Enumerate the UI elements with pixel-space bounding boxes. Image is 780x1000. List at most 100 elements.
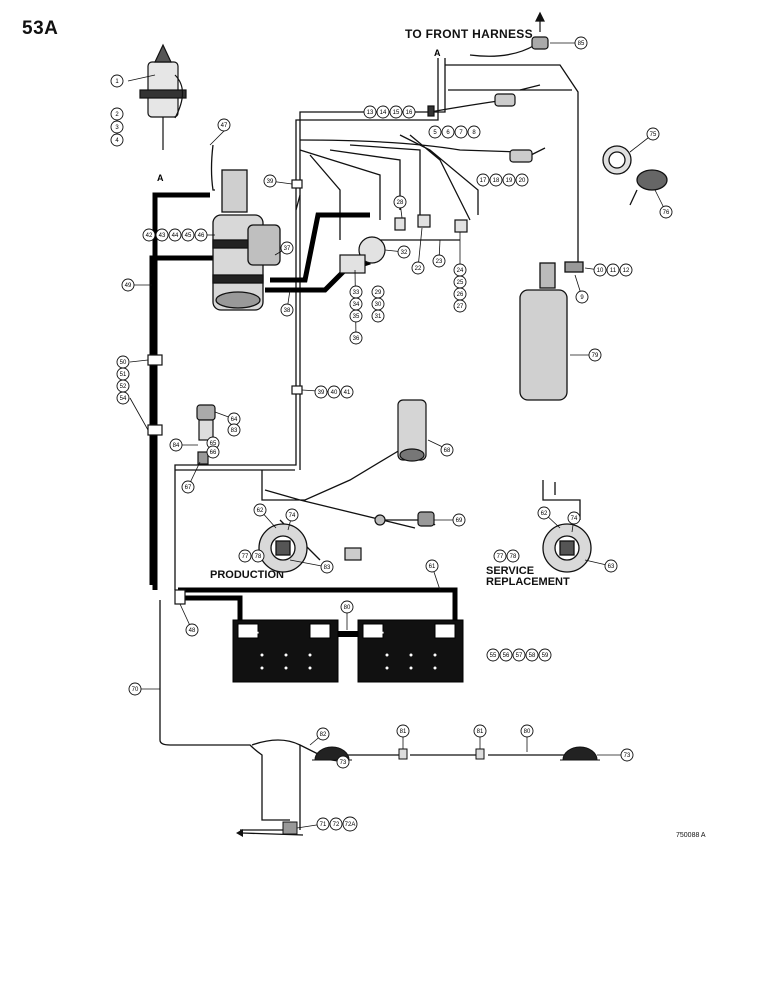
- svg-text:33: 33: [353, 290, 360, 296]
- callout-67: 67: [181, 480, 195, 494]
- svg-text:31: 31: [375, 314, 382, 320]
- distributor-part: [139, 43, 187, 150]
- callout-29: 29: [371, 285, 385, 299]
- svg-text:70: 70: [132, 687, 139, 693]
- page-number: 53A: [22, 18, 59, 39]
- svg-text:6: 6: [446, 130, 450, 136]
- svg-text:29: 29: [375, 290, 382, 296]
- arrow-left-icon: [236, 829, 243, 837]
- svg-text:68: 68: [444, 448, 451, 454]
- battery-right-plus: +: [438, 625, 447, 642]
- svg-text:34: 34: [353, 302, 360, 308]
- callout-82: 82: [316, 727, 330, 741]
- callout-70: 70: [128, 682, 142, 696]
- callout-66: 66: [206, 445, 220, 459]
- callout-62-alt: 62: [537, 506, 551, 520]
- svg-text:73: 73: [340, 760, 347, 766]
- connector-81-right: [475, 748, 485, 760]
- callout-55: 55: [486, 648, 500, 662]
- callout-48: 48: [185, 623, 199, 637]
- svg-text:59: 59: [542, 653, 549, 659]
- svg-text:18: 18: [493, 178, 500, 184]
- svg-text:58: 58: [529, 653, 536, 659]
- callout-72a: 72A: [342, 816, 358, 832]
- svg-text:62: 62: [257, 508, 264, 514]
- sensor-part: [344, 511, 435, 561]
- svg-text:48: 48: [189, 628, 196, 634]
- callout-47: 47: [217, 118, 231, 132]
- callout-3: 3: [110, 120, 124, 134]
- callout-85: 85: [574, 36, 588, 50]
- callout-11: 11: [606, 263, 620, 277]
- callout-14: 14: [376, 105, 390, 119]
- svg-text:17: 17: [480, 178, 487, 184]
- callout-15: 15: [389, 105, 403, 119]
- svg-text:83: 83: [324, 565, 331, 571]
- svg-text:22: 22: [415, 266, 422, 272]
- svg-text:45: 45: [185, 233, 192, 239]
- svg-text:32: 32: [401, 250, 408, 256]
- callout-78: 78: [251, 549, 265, 563]
- svg-text:67: 67: [185, 485, 192, 491]
- switch-parts: [427, 93, 533, 163]
- horn-part: [397, 399, 427, 462]
- battery-right: [357, 619, 464, 683]
- svg-text:54: 54: [120, 396, 127, 402]
- svg-text:12: 12: [623, 268, 630, 274]
- svg-text:51: 51: [120, 372, 127, 378]
- svg-text:36: 36: [353, 336, 360, 342]
- svg-text:28: 28: [397, 200, 404, 206]
- callout-78-alt: 78: [506, 549, 520, 563]
- connector-81-left: [398, 748, 408, 760]
- callout-46: 46: [194, 228, 208, 242]
- gauge-part: [602, 145, 668, 206]
- callout-32: 32: [397, 245, 411, 259]
- callout-64: 64: [227, 412, 241, 426]
- callout-77: 77: [238, 549, 252, 563]
- callout-61: 61: [425, 559, 439, 573]
- callout-83: 83: [320, 560, 334, 574]
- svg-text:9: 9: [580, 295, 584, 301]
- callout-72: 72: [329, 817, 343, 831]
- callout-8: 8: [467, 125, 481, 139]
- svg-text:7: 7: [459, 130, 463, 136]
- callout-13: 13: [363, 105, 377, 119]
- battery-left-plus: +: [313, 625, 322, 642]
- svg-text:37: 37: [284, 246, 291, 252]
- callout-2: 2: [110, 107, 124, 121]
- svg-text:62: 62: [541, 511, 548, 517]
- svg-text:49: 49: [125, 283, 132, 289]
- svg-text:41: 41: [344, 390, 351, 396]
- callout-35: 35: [349, 309, 363, 323]
- harness-letter-top: A: [434, 48, 441, 58]
- callout-38: 38: [280, 303, 294, 317]
- callout-84: 84: [169, 438, 183, 452]
- callout-75: 75: [646, 127, 660, 141]
- svg-text:72A: 72A: [345, 822, 356, 828]
- callout-23: 23: [432, 254, 446, 268]
- callout-16: 16: [402, 105, 416, 119]
- svg-text:82: 82: [320, 732, 327, 738]
- svg-text:27: 27: [457, 304, 464, 310]
- callout-49: 49: [121, 278, 135, 292]
- callout-76: 76: [659, 205, 673, 219]
- svg-text:42: 42: [146, 233, 153, 239]
- svg-text:56: 56: [503, 653, 510, 659]
- svg-text:30: 30: [375, 302, 382, 308]
- callout-40: 40: [327, 385, 341, 399]
- svg-text:46: 46: [198, 233, 205, 239]
- svg-text:81: 81: [400, 729, 407, 735]
- svg-text:23: 23: [436, 259, 443, 265]
- svg-text:85: 85: [578, 41, 585, 47]
- callout-33: 33: [349, 285, 363, 299]
- callout-63: 63: [604, 559, 618, 573]
- svg-text:43: 43: [159, 233, 166, 239]
- svg-text:74: 74: [571, 516, 578, 522]
- svg-text:55: 55: [490, 653, 497, 659]
- svg-text:61: 61: [429, 564, 436, 570]
- callout-69: 69: [452, 513, 466, 527]
- svg-text:8: 8: [472, 130, 476, 136]
- callout-74: 74: [285, 508, 299, 522]
